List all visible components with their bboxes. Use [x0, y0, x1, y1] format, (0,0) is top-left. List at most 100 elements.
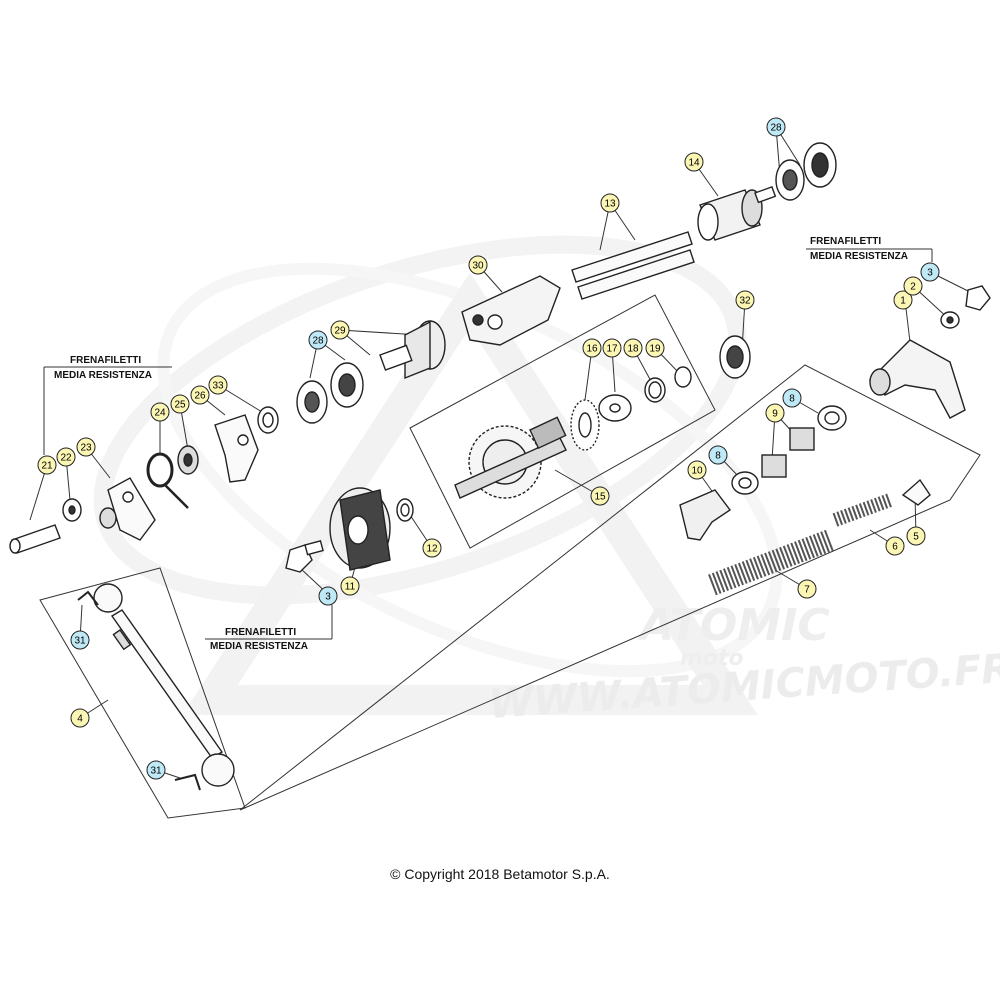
bolt-21	[9, 524, 61, 554]
badge-label: 31	[150, 766, 162, 777]
badge-circle	[56, 447, 76, 467]
part-badge-3: 3	[318, 586, 338, 606]
badge-circle	[150, 402, 170, 422]
badge-label: 28	[770, 123, 782, 134]
badge-label: 3	[927, 268, 933, 279]
badge-label: 3	[325, 592, 331, 603]
badge-circle	[422, 538, 442, 558]
badge-label: 5	[913, 532, 919, 543]
badge-circle	[308, 330, 328, 350]
callout-line2: MEDIA RESISTENZA	[810, 251, 908, 262]
part-badge-26: 26	[190, 385, 210, 405]
part-badge-7: 7	[797, 579, 817, 599]
badge-label: 31	[74, 636, 86, 647]
part-badge-4: 4	[70, 708, 90, 728]
pin-23b	[99, 507, 117, 529]
part-badge-6: 6	[885, 536, 905, 556]
badge-label: 28	[312, 336, 324, 347]
callout-line1: FRENAFILETTI	[810, 236, 881, 247]
badge-label: 11	[345, 582, 356, 593]
clip-31a	[77, 590, 99, 606]
shaft-29	[379, 320, 446, 380]
badge-label: 12	[426, 544, 438, 555]
badge-label: 7	[804, 585, 810, 596]
badge-label: 21	[41, 461, 53, 472]
badge-circle	[602, 338, 622, 358]
clip-31b	[174, 773, 201, 791]
badge-circle	[765, 403, 785, 423]
part-badge-28: 28	[308, 330, 328, 350]
badge-circle	[590, 486, 610, 506]
part-badge-33: 33	[208, 375, 228, 395]
badge-label: 33	[212, 381, 224, 392]
washer-12	[396, 498, 414, 522]
part-badge-15: 15	[590, 486, 610, 506]
part-badge-29: 29	[330, 320, 350, 340]
bushing-9	[761, 427, 815, 478]
part-badge-5: 5	[906, 526, 926, 546]
badge-label: 18	[627, 344, 639, 355]
badge-label: 19	[649, 344, 661, 355]
part-badge-31: 31	[70, 630, 90, 650]
badge-label: 2	[910, 282, 916, 293]
badge-label: 25	[174, 400, 186, 411]
badge-label: 32	[739, 296, 751, 307]
callout-line1: FRENAFILETTI	[70, 355, 141, 366]
badge-circle	[893, 290, 913, 310]
badge-circle	[885, 536, 905, 556]
shaft-14	[697, 185, 777, 241]
badge-circle	[582, 338, 602, 358]
part-badge-25: 25	[170, 394, 190, 414]
group-outlines	[39, 294, 981, 819]
callout-bottom: FRENAFILETTI MEDIA RESISTENZA	[205, 605, 333, 652]
badge-label: 8	[789, 394, 795, 405]
spring-24	[146, 452, 189, 509]
badge-circle	[920, 262, 940, 282]
badge-label: 26	[194, 391, 206, 402]
clip-5	[901, 478, 931, 506]
impeller-11	[329, 487, 391, 571]
badge-label: 1	[900, 296, 906, 307]
part-badge-21: 21	[37, 455, 57, 475]
part-badge-13: 13	[600, 193, 620, 213]
rod-4	[93, 583, 235, 787]
badge-circle	[600, 193, 620, 213]
fork-30	[461, 275, 561, 346]
part-badge-18: 18	[623, 338, 643, 358]
washer-8b	[731, 471, 759, 495]
badge-circle	[623, 338, 643, 358]
badge-circle	[468, 255, 488, 275]
part-badge-23: 23	[76, 437, 96, 457]
badge-circle	[318, 586, 338, 606]
callout-line1: FRENAFILETTI	[225, 627, 296, 638]
badge-label: 13	[604, 199, 616, 210]
badge-circle	[70, 630, 90, 650]
selector-group-box	[239, 364, 981, 811]
callout-line2: MEDIA RESISTENZA	[54, 370, 152, 381]
washer-33	[257, 406, 279, 434]
part-badge-11: 11	[340, 576, 360, 596]
part-badge-8: 8	[782, 388, 802, 408]
badge-label: 29	[334, 326, 346, 337]
washer-8a	[817, 405, 847, 431]
callout-left: FRENAFILETTI MEDIA RESISTENZA	[43, 355, 172, 455]
badge-circle	[687, 460, 707, 480]
badge-label: 10	[691, 466, 703, 477]
watermark-url: WWW.ATOMICMOTO.FR	[487, 646, 1000, 728]
parts	[9, 142, 991, 791]
part-badge-9: 9	[765, 403, 785, 423]
badge-circle	[70, 708, 90, 728]
badge-circle	[190, 385, 210, 405]
part-badge-2: 2	[903, 276, 923, 296]
clip-19	[674, 366, 692, 388]
badge-circle	[708, 445, 728, 465]
part-badge-10: 10	[687, 460, 707, 480]
badge-label: 22	[60, 453, 72, 464]
gear-group-box	[409, 294, 716, 549]
part-badge-24: 24	[150, 402, 170, 422]
part-badge-8: 8	[708, 445, 728, 465]
watermark-brand: ATOMIC	[637, 600, 830, 651]
badge-label: 14	[688, 158, 700, 169]
